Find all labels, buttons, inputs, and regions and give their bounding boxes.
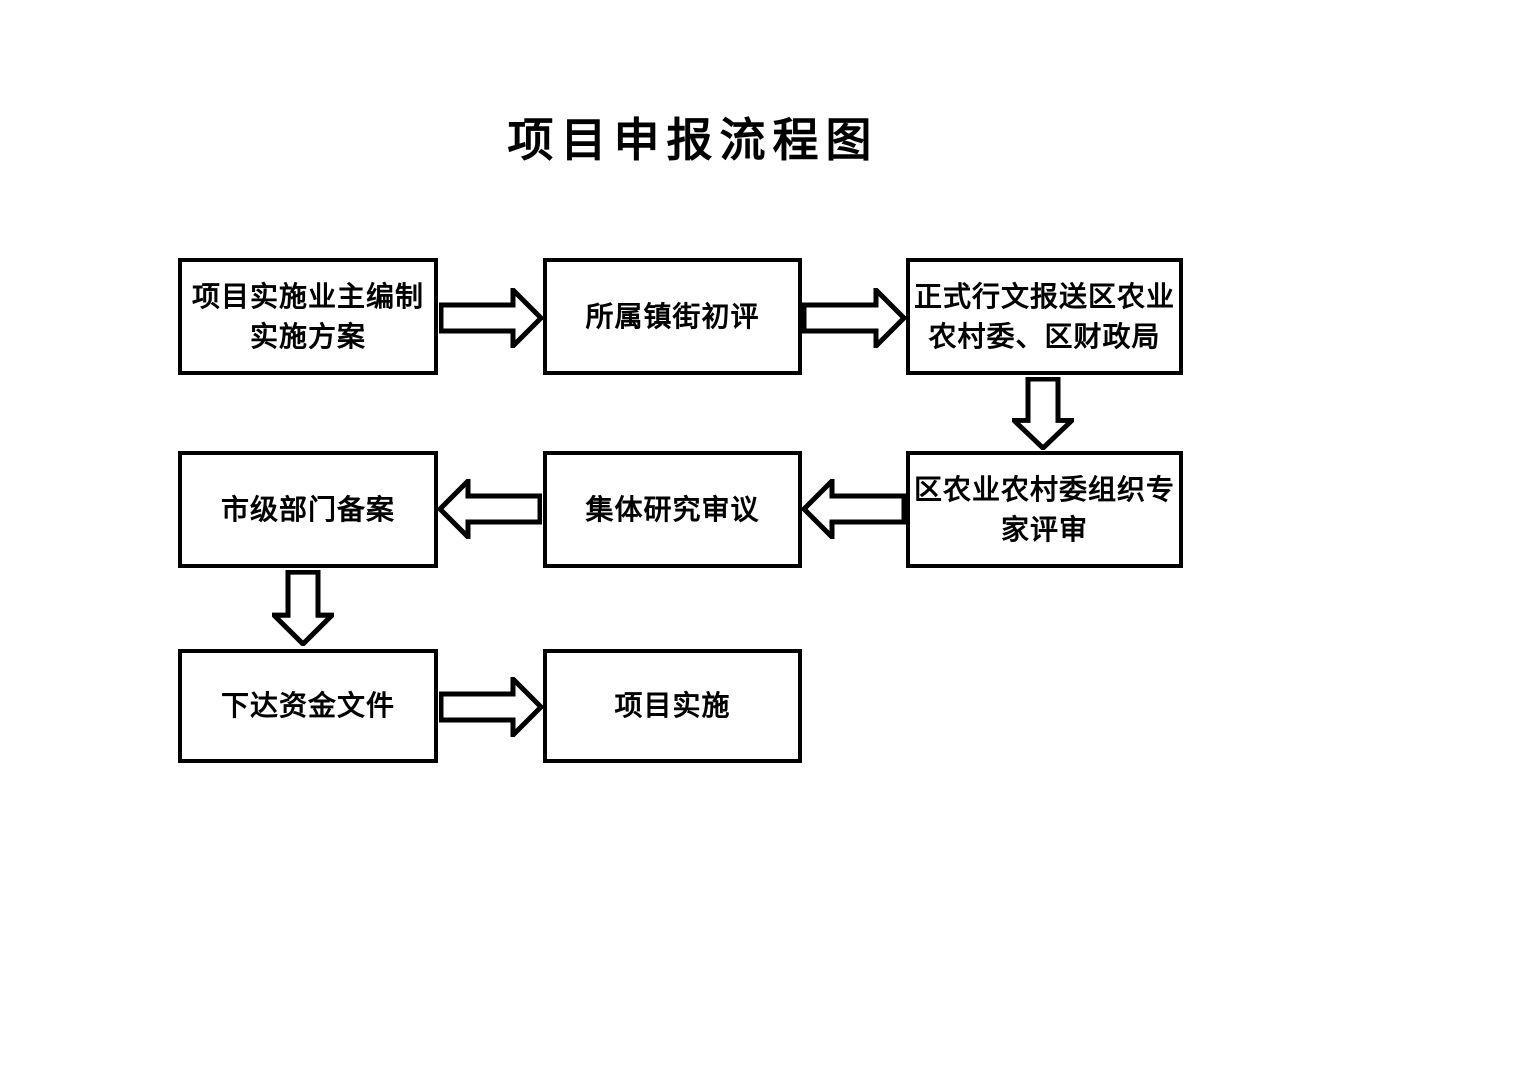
flow-box-issue-funds: 下达资金文件 xyxy=(178,649,438,763)
page-title: 项目申报流程图 xyxy=(507,114,879,166)
arrow-right-plan-to-town-icon xyxy=(439,288,543,348)
arrow-right-funds-to-implementation-icon xyxy=(439,677,543,737)
flow-box-formal-submit: 正式行文报送区农业 农村委、区财政局 xyxy=(906,258,1183,375)
flow-box-formal-submit-label: 正式行文报送区农业 农村委、区财政局 xyxy=(914,280,1176,352)
arrow-left-expert-to-collective-icon xyxy=(802,479,906,539)
flow-box-municipal-filing-label: 市级部门备案 xyxy=(220,493,395,525)
arrow-right-town-to-formal-icon xyxy=(802,288,906,348)
flow-box-expert-review-label: 区农业农村委组织专 家评审 xyxy=(914,473,1176,545)
flow-box-collective-review: 集体研究审议 xyxy=(543,451,802,568)
flow-box-town-review-label: 所属镇街初评 xyxy=(585,300,760,332)
flow-box-plan-label: 项目实施业主编制 实施方案 xyxy=(191,280,424,352)
flow-box-expert-review: 区农业农村委组织专 家评审 xyxy=(906,451,1183,568)
arrow-down-municipal-to-funds-icon xyxy=(272,570,334,646)
arrow-down-formal-to-expert-icon xyxy=(1012,377,1074,450)
flow-box-implementation: 项目实施 xyxy=(543,649,802,763)
flow-box-town-review: 所属镇街初评 xyxy=(543,258,802,375)
flow-box-implementation-label: 项目实施 xyxy=(614,690,731,721)
arrow-left-collective-to-municipal-icon xyxy=(438,479,542,539)
flow-box-municipal-filing: 市级部门备案 xyxy=(178,451,438,568)
flow-box-issue-funds-label: 下达资金文件 xyxy=(220,690,395,721)
flow-box-collective-review-label: 集体研究审议 xyxy=(585,493,760,525)
flow-box-plan: 项目实施业主编制 实施方案 xyxy=(178,258,438,375)
